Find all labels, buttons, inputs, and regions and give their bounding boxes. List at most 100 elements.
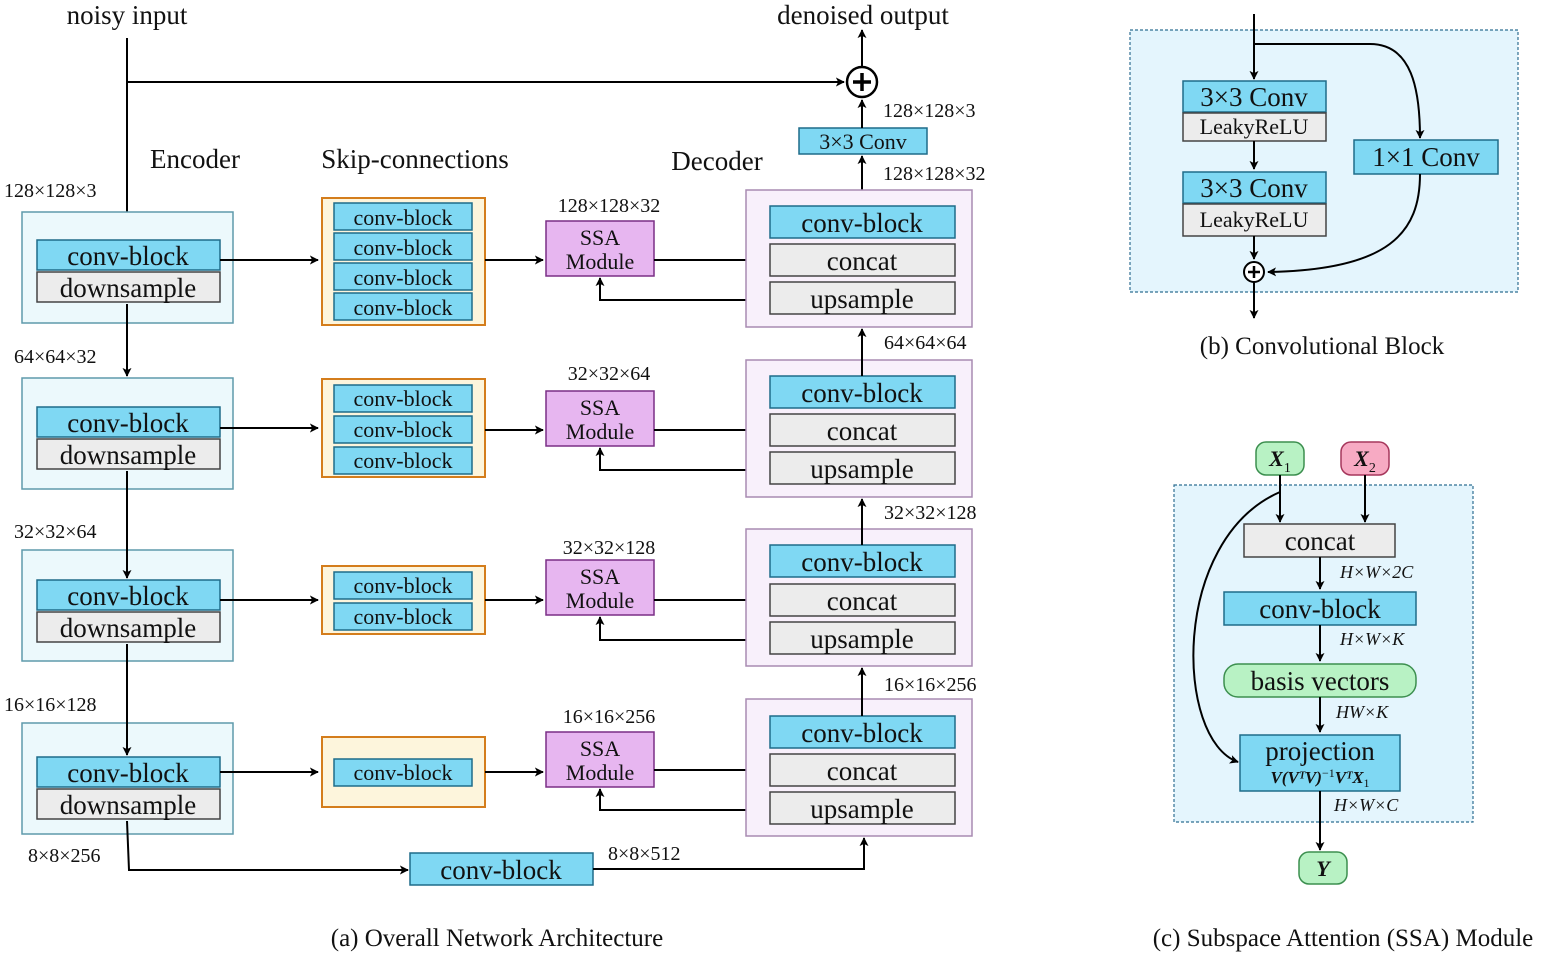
encoder1-conv-label: conv-block [67,241,189,271]
ssa4-line2: Module [566,760,634,785]
upsample4-to-ssa-arrow [595,788,770,811]
dim-ssa-2: 32×32×64 [568,363,651,385]
cb-conv3-2 [1182,171,1327,204]
decoder2-concat-label: concat [827,416,898,446]
cb-leaky-2 [1182,203,1327,237]
skip2-conv-3 [333,446,473,475]
decoder1-upsample [769,281,956,315]
caption-b: (b) Convolutional Block [1200,333,1445,360]
dim-enc-1: 128×128×3 [4,180,97,202]
skip2-conv-2 [333,415,473,444]
cb-conv3-1 [1182,80,1327,113]
cb-conv3-2-label: 3×3 Conv [1200,173,1308,203]
cb-conv1 [1353,139,1499,175]
decoder-title: Decoder [671,146,762,176]
decoder2-upsample [769,451,956,485]
skip1-conv-4-label: conv-block [354,295,453,320]
ssa-dim-hw2c: H×W×2C [1339,562,1414,582]
dim-ssa-4: 16×16×256 [563,706,656,728]
skip1-conv-4 [333,292,473,321]
decoder2-conv-label: conv-block [801,378,923,408]
upsample1-to-ssa-arrow [595,277,770,301]
encoder4-downsample-label: downsample [60,790,196,820]
skip3-conv-2-label: conv-block [354,604,453,629]
denoised-output-label: denoised output [777,0,949,30]
skip1-conv-1 [333,202,473,231]
skip2-conv-3-label: conv-block [354,448,453,473]
decoder2-concat [769,413,956,447]
cb-leaky-1-label: LeakyReLU [1200,114,1309,139]
ssa1-line1: SSA [580,225,620,250]
enc-to-bottleneck-arrow [126,820,409,875]
decoder3-upsample-label: upsample [810,624,913,654]
decoder4-upsample-label: upsample [810,794,913,824]
final-conv-label: 3×3 Conv [819,129,907,154]
ssa1-line2: Module [566,249,634,274]
encoder2-downsample-label: downsample [60,440,196,470]
ssa-y-text: Y [1316,856,1332,881]
skip1-conv-2-label: conv-block [354,235,453,260]
decoder4-concat-label: concat [827,756,898,786]
decoder1-conv-block [769,205,956,239]
dim-dec-4: 16×16×256 [884,674,977,696]
decoder3-concat [769,583,956,617]
dim-ssa-3: 32×32×128 [563,537,656,559]
cb-shortcut-to-add-arrow [1267,173,1421,277]
dim-enc-4: 16×16×128 [4,694,97,716]
skip3-conv-1 [333,571,473,600]
skip2-conv-2-label: conv-block [354,417,453,442]
skip4-conv-1 [333,758,473,787]
ssa-basis-label: basis vectors [1251,666,1390,696]
ssa-projection-label: projection [1265,736,1375,766]
skip1-conv-1-label: conv-block [354,205,453,230]
skip2-conv-1 [333,384,473,413]
ssa-projection-formula: V(VᵀV)−1VᵀX1 [1270,766,1369,790]
ssa-projection [1239,734,1401,792]
decoder4-upsample [769,791,956,825]
encoder1-conv-block [36,239,221,271]
cb-conv3-1-label: 3×3 Conv [1200,82,1308,112]
decoder4-conv-label: conv-block [801,718,923,748]
skip3-conv-2 [333,602,473,631]
ssa-x1-text: X1 [1268,446,1291,476]
encoder2-downsample [36,438,221,470]
decoder3-concat-label: concat [827,586,898,616]
encoder-title: Encoder [150,144,240,174]
ssa-module-2 [545,390,655,447]
encoder3-conv-block [36,579,221,611]
cb-leaky-2-label: LeakyReLU [1200,207,1309,232]
skip3-conv-1-label: conv-block [354,573,453,598]
encoder4-conv-label: conv-block [67,758,189,788]
caption-c: (c) Subspace Attention (SSA) Module [1153,925,1534,952]
ssa-concat-label: concat [1285,526,1356,556]
skip2-conv-1-label: conv-block [354,386,453,411]
upsample3-to-ssa-arrow [595,616,770,641]
encoder3-downsample-label: downsample [60,613,196,643]
decoder1-upsample-label: upsample [810,284,913,314]
ssa-conv-block [1223,591,1417,626]
ssa-conv-block-label: conv-block [1259,594,1381,624]
encoder4-downsample [36,788,221,820]
ssa3-line2: Module [566,588,634,613]
encoder1-downsample-label: downsample [60,273,196,303]
dim-out-rgb: 128×128×3 [883,100,976,122]
encoder2-conv-label: conv-block [67,408,189,438]
bottleneck-to-decoder-arrow [593,837,869,870]
dim-out-32: 128×128×32 [883,163,986,185]
cb-add-node [1243,261,1265,283]
caption-a: (a) Overall Network Architecture [331,925,663,952]
ssa-module-3 [545,559,655,616]
decoder2-upsample-label: upsample [810,454,913,484]
ssa-output-y [1298,851,1348,885]
ssa2-line1: SSA [580,395,620,420]
skip4-conv-1-label: conv-block [354,760,453,785]
decoder3-conv-block [769,544,956,578]
ssa-x1-to-projection-arrow [1192,491,1281,764]
decoder1-concat [769,243,956,277]
bottleneck-conv-label: conv-block [440,855,562,885]
ssa4-line1: SSA [580,736,620,761]
skip1-conv-2 [333,232,473,261]
dim-ssa-1: 128×128×32 [558,195,661,217]
ssa3-line1: SSA [580,564,620,589]
